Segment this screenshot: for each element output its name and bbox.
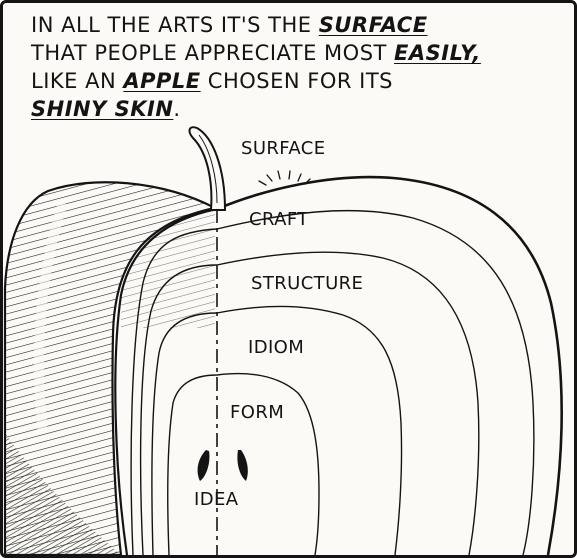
label-idea: IDEA [194, 489, 238, 510]
label-surface: SURFACE [241, 138, 326, 159]
label-craft: CRAFT [249, 209, 309, 230]
apple-outline-right [217, 177, 562, 555]
label-structure: STRUCTURE [251, 273, 363, 294]
label-form: FORM [230, 402, 284, 423]
seeds-icon [198, 450, 248, 481]
stem-icon [190, 127, 225, 210]
label-idiom: IDIOM [248, 337, 304, 358]
